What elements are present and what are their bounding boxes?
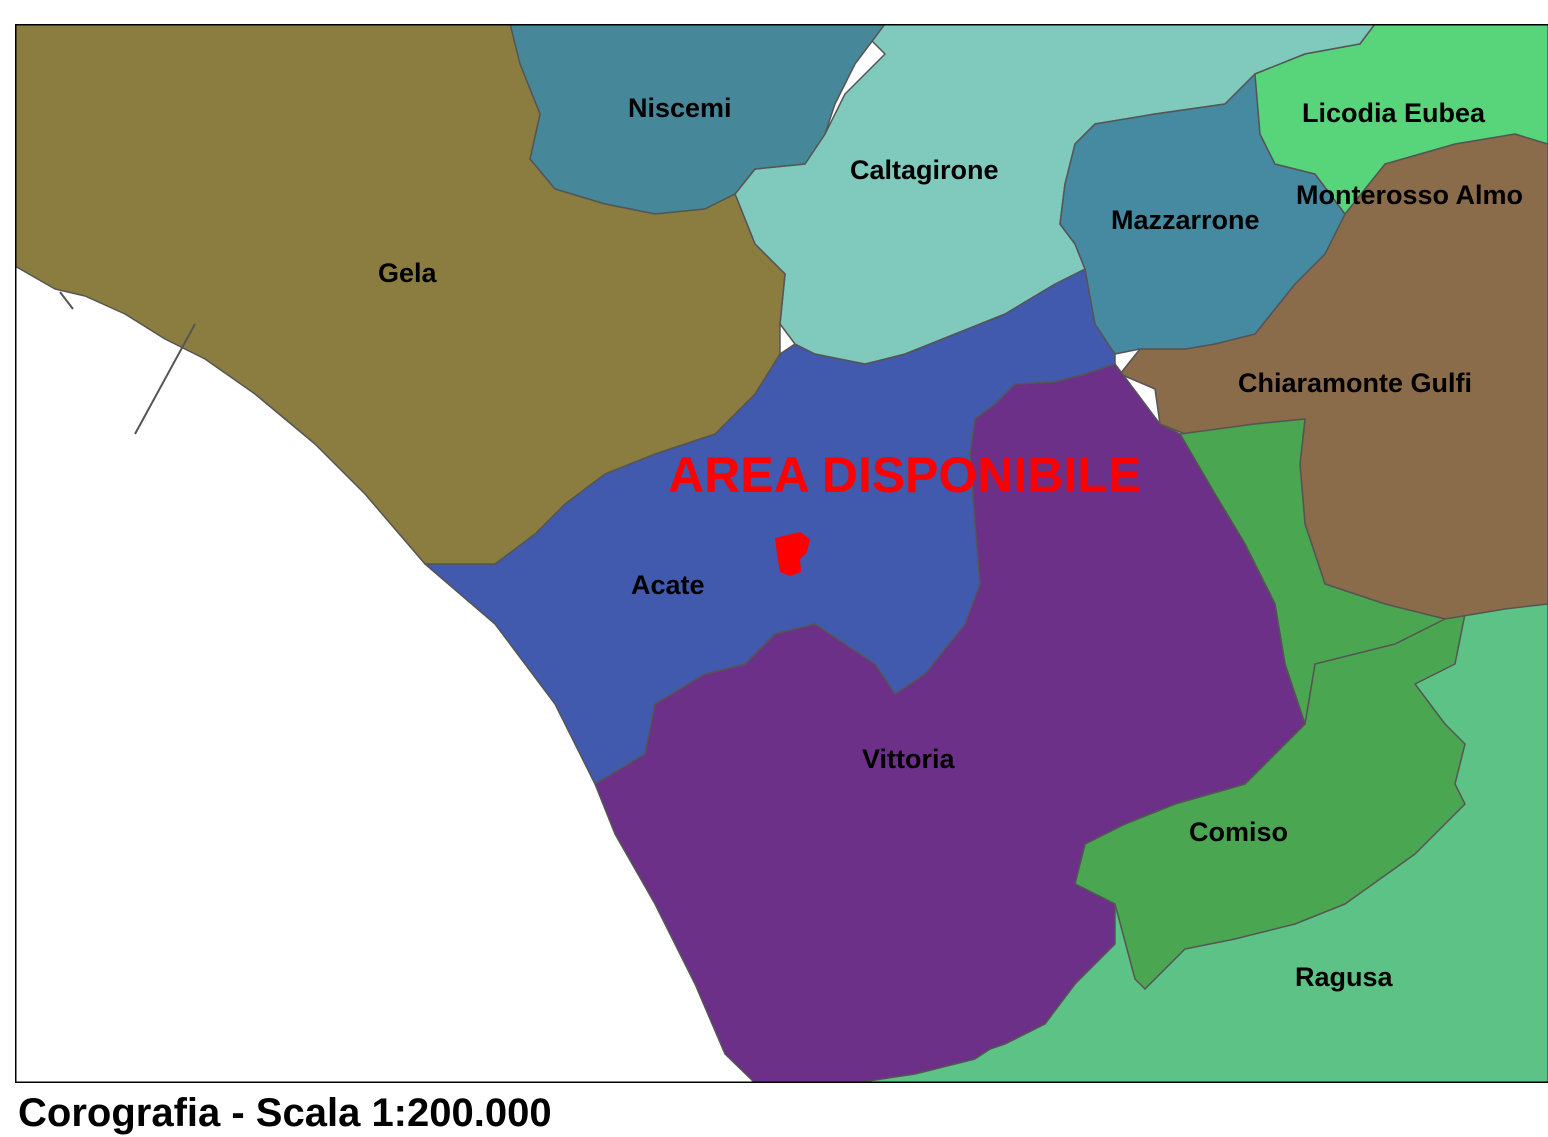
map-frame: Niscemi Caltagirone Licodia Eubea Monter… xyxy=(15,24,1548,1083)
label-comiso: Comiso xyxy=(1189,817,1288,847)
available-area-marker[interactable] xyxy=(775,532,810,576)
label-chiaramonte-gulfi: Chiaramonte Gulfi xyxy=(1238,368,1472,398)
map-border xyxy=(15,24,1548,1083)
label-niscemi: Niscemi xyxy=(628,93,732,123)
coast-detail xyxy=(59,291,74,310)
label-caltagirone: Caltagirone xyxy=(850,155,999,185)
label-monterosso-almo: Monterosso Almo xyxy=(1296,180,1523,210)
pier-line xyxy=(134,323,196,435)
label-licodia-eubea: Licodia Eubea xyxy=(1302,98,1486,128)
region-mazzarrone[interactable] xyxy=(1059,73,1346,355)
label-mazzarrone: Mazzarrone xyxy=(1111,205,1260,235)
label-vittoria: Vittoria xyxy=(862,744,956,774)
map-caption: Corografia - Scala 1:200.000 xyxy=(18,1091,552,1135)
choropleth-map: Niscemi Caltagirone Licodia Eubea Monter… xyxy=(15,24,1548,1083)
label-gela: Gela xyxy=(378,258,438,288)
label-acate: Acate xyxy=(631,570,705,600)
region-licodia-eubea[interactable] xyxy=(1254,24,1548,215)
label-ragusa: Ragusa xyxy=(1295,962,1394,992)
label-area-disponibile: AREA DISPONIBILE xyxy=(668,447,1141,503)
region-gela[interactable] xyxy=(15,24,786,565)
